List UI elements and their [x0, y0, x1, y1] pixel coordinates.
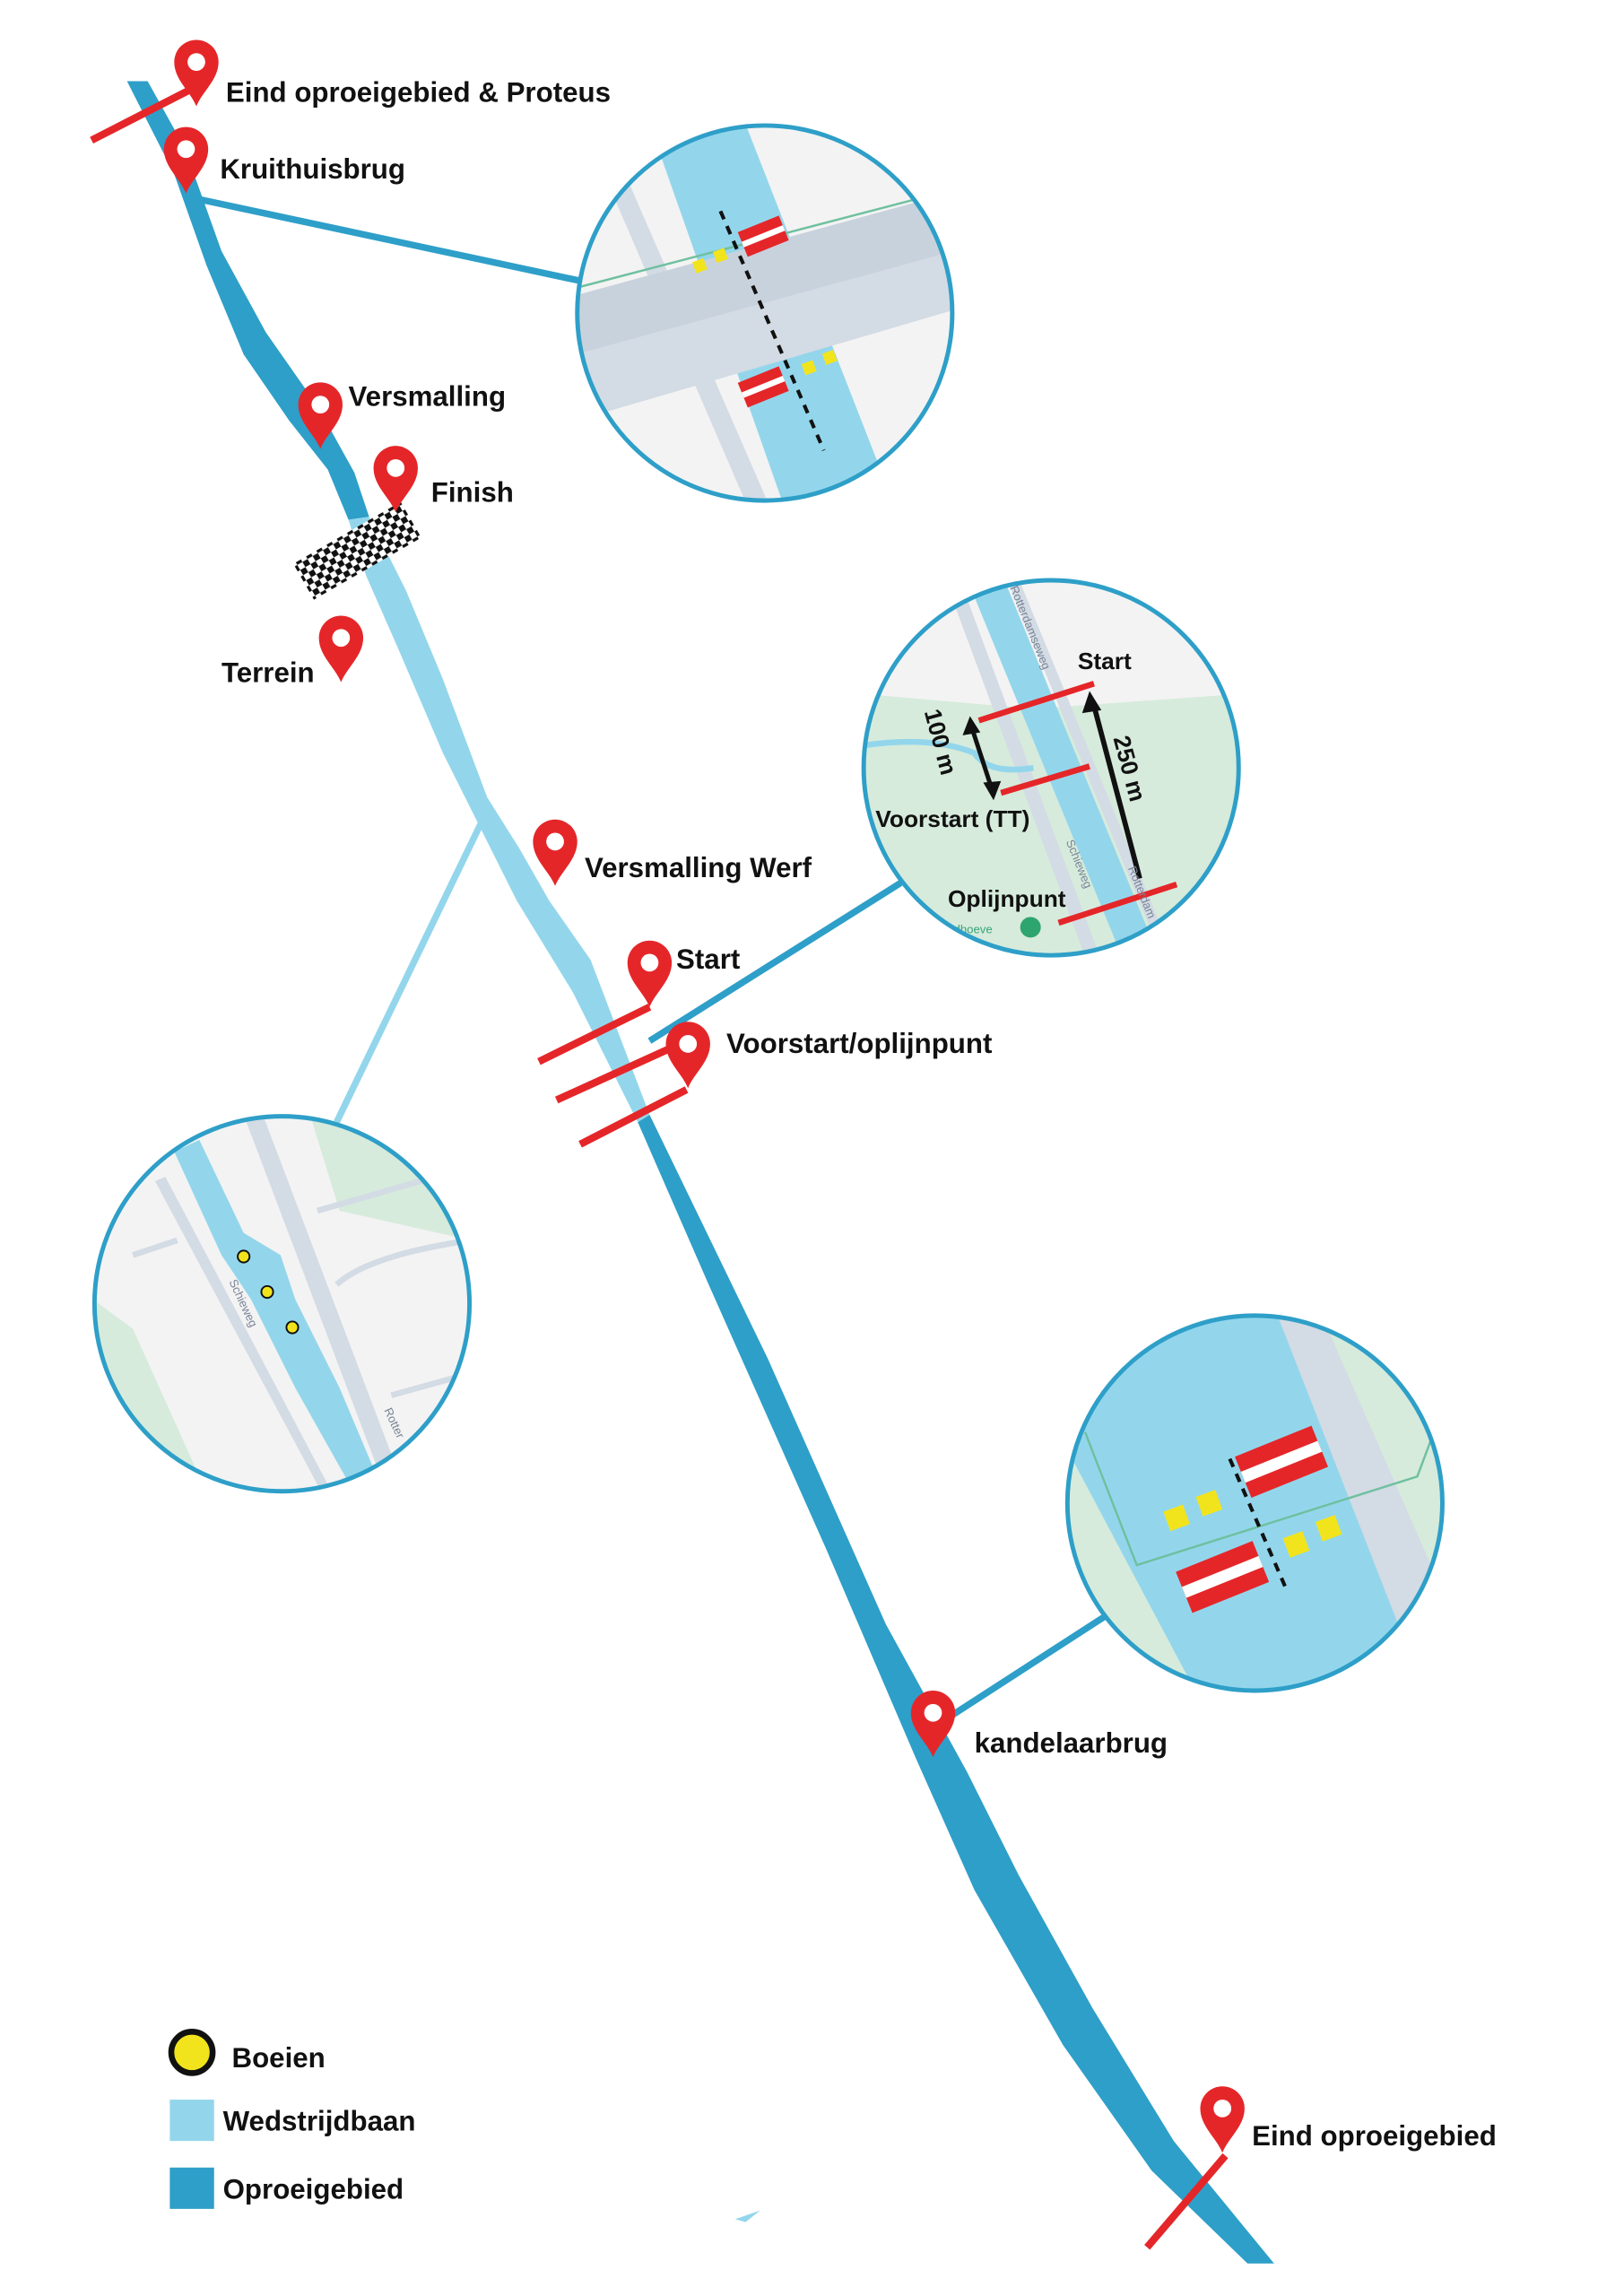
legend-wedstrijdbaan: Wedstrijdbaan — [223, 2106, 416, 2137]
label-kruithuisbrug: Kruithuisbrug — [220, 153, 405, 185]
distance-arrow-100m — [968, 726, 994, 791]
inset-kruithuisbrug[interactable] — [575, 123, 955, 503]
map-pin-icon[interactable] — [373, 446, 418, 513]
poi-icon — [1020, 917, 1041, 938]
area-swatch — [169, 2167, 214, 2209]
label-start: Start — [676, 944, 741, 975]
label-eind-proteus: Eind oproeigebied & Proteus — [226, 77, 611, 109]
legend: Boeien Wedstrijdbaan Oproeigebied — [168, 2029, 416, 2209]
label-versmalling: Versmalling — [349, 381, 507, 413]
inset-start-label: Start — [1078, 648, 1132, 674]
buoy-icon — [691, 248, 838, 376]
inset-versmalling-werf[interactable]: Schieweg Rotter — [91, 1114, 473, 1494]
label-finish: Finish — [431, 477, 514, 509]
finish-checkered-flag — [293, 501, 421, 600]
map-pin-icon[interactable] — [627, 940, 673, 1007]
course-swatch — [169, 2100, 214, 2142]
oproeigebied-north — [126, 81, 369, 520]
map-pin-icon[interactable] — [533, 819, 578, 886]
label-kandelaarbrug: kandelaarbrug — [975, 1727, 1168, 1759]
location-labels: Eind oproeigebied & Proteus Kruithuisbru… — [220, 77, 1496, 2152]
connector-lines — [198, 196, 1107, 1731]
map-pin-icon[interactable] — [1200, 2086, 1245, 2153]
map-pin-icon[interactable] — [163, 126, 209, 194]
inset-kandelaarbrug[interactable] — [1064, 1313, 1445, 1693]
oproeigebied-south — [638, 1114, 1274, 2264]
buoy-icon — [1163, 1490, 1342, 1558]
distance-arrow-250m — [1091, 705, 1142, 880]
buoy-icon — [168, 2029, 216, 2076]
buoy-icon — [237, 1249, 300, 1335]
legend-boeien: Boeien — [232, 2042, 326, 2074]
label-terrein: Terrein — [221, 657, 315, 689]
label-eind-oproeigebied: Eind oproeigebied — [1252, 2120, 1497, 2152]
legend-oproeigebied: Oproeigebied — [223, 2173, 404, 2205]
inset-start[interactable]: Start 100 m 250 m Voorstart (TT) Oplijnp… — [861, 578, 1241, 958]
voorstart-label: Voorstart (TT) — [875, 805, 1029, 832]
map-pin-icon[interactable] — [318, 615, 364, 683]
label-versmalling-werf: Versmalling Werf — [585, 852, 812, 883]
marker-lines — [90, 77, 1229, 2250]
map-pin-icon[interactable] — [665, 1022, 710, 1089]
label-voorstart: Voorstart/oplijnpunt — [726, 1028, 993, 1059]
oplijnpunt-label: Oplijnpunt — [948, 885, 1066, 912]
wedstrijdbaan — [348, 517, 650, 1123]
